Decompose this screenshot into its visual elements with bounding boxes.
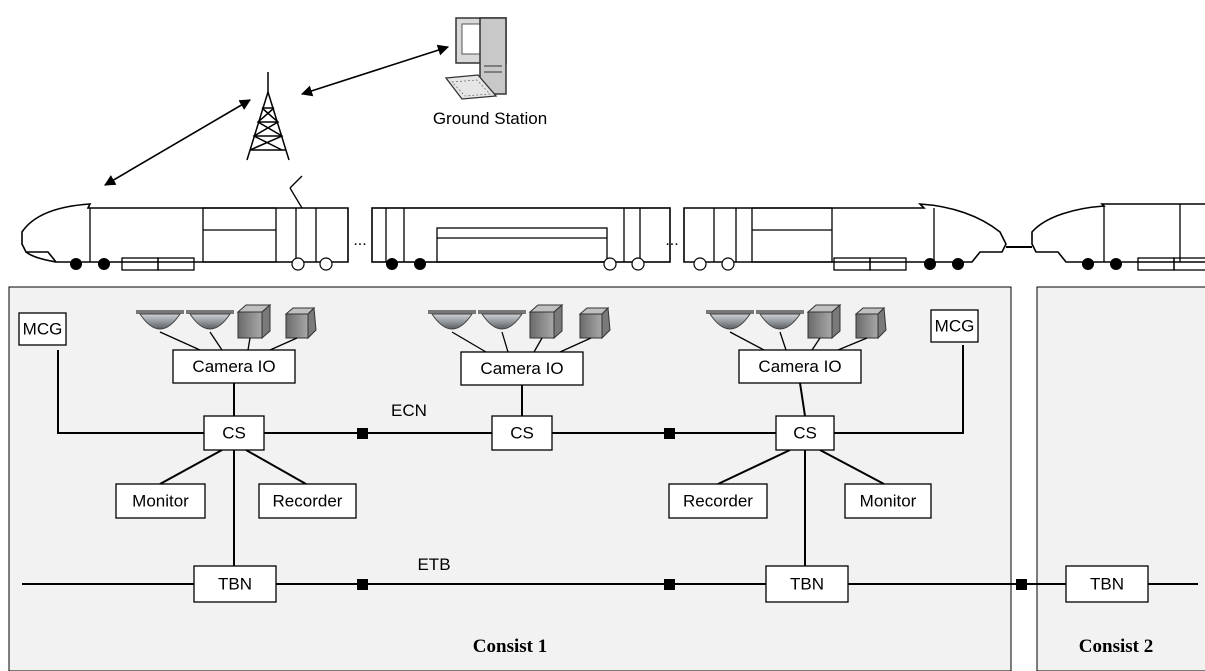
camera-io-3: Camera IO: [738, 349, 862, 384]
box-camera-icon: [236, 303, 272, 340]
mcg-left: MCG: [18, 312, 67, 346]
dome-camera-icon: [478, 310, 526, 330]
dome-camera-icon: [756, 310, 804, 330]
train-car-4: [1031, 203, 1205, 271]
train-car-2: [371, 207, 671, 271]
box-camera-icon: [854, 306, 887, 340]
tbn-3: TBN: [1065, 565, 1149, 603]
box-camera-icon: [578, 306, 611, 340]
svg-text:CS: CS: [793, 424, 817, 443]
train-car-3: [683, 203, 1007, 271]
ecn-label: ECN: [391, 401, 427, 420]
radio-tower-icon: [246, 72, 290, 161]
ecn-repeater: [664, 428, 675, 439]
wireless-link-tower-computer: [300, 44, 450, 97]
camera-io-2: Camera IO: [460, 351, 584, 386]
svg-text:MCG: MCG: [23, 320, 63, 339]
svg-text:Recorder: Recorder: [683, 492, 753, 511]
tbn-1: TBN: [193, 565, 277, 603]
cs-1: CS: [203, 415, 265, 451]
monitor-right: Monitor: [844, 483, 932, 519]
etb-repeater: [664, 579, 675, 590]
etb-repeater: [357, 579, 368, 590]
svg-text:CS: CS: [222, 424, 246, 443]
camera-links: [159, 331, 868, 353]
ground-station-label: Ground Station: [433, 109, 547, 128]
etb-label: ETB: [417, 555, 450, 574]
mcg-right: MCG: [930, 309, 979, 343]
ecn-repeater: [357, 428, 368, 439]
consist-1-label: Consist 1: [473, 636, 547, 657]
svg-text:TBN: TBN: [790, 575, 824, 594]
monitor-left: Monitor: [115, 483, 206, 519]
wireless-link-train-tower: [104, 99, 251, 186]
etb-repeater: [1016, 579, 1027, 590]
svg-text:Monitor: Monitor: [132, 492, 189, 511]
svg-text:MCG: MCG: [935, 317, 975, 336]
svg-text:TBN: TBN: [218, 575, 252, 594]
consist-1-area: [8, 286, 1012, 671]
consist-2-area: [1036, 286, 1205, 671]
camera-group-2: [428, 303, 611, 340]
ellipsis-2: ...: [665, 232, 678, 249]
svg-text:Camera IO: Camera IO: [192, 357, 275, 376]
dome-camera-icon: [136, 310, 184, 330]
svg-text:CS: CS: [510, 424, 534, 443]
svg-text:Camera IO: Camera IO: [480, 359, 563, 378]
cs-2: CS: [491, 415, 553, 451]
tbn-2: TBN: [765, 565, 849, 603]
camera-group-3: [706, 303, 887, 340]
computer-icon: [444, 17, 507, 100]
svg-text:TBN: TBN: [1090, 575, 1124, 594]
svg-text:Recorder: Recorder: [273, 492, 343, 511]
camera-group-1: [136, 303, 317, 340]
dome-camera-icon: [428, 310, 476, 330]
camera-io-1: Camera IO: [172, 349, 296, 384]
recorder-left: Recorder: [258, 483, 357, 519]
consist-2-label: Consist 2: [1079, 636, 1153, 657]
box-camera-icon: [284, 306, 317, 340]
dome-camera-icon: [706, 310, 754, 330]
cs-3: CS: [775, 415, 835, 451]
box-camera-icon: [528, 303, 564, 340]
recorder-right: Recorder: [668, 483, 768, 519]
box-camera-icon: [806, 303, 842, 340]
train-car-1: [21, 175, 349, 271]
svg-text:Monitor: Monitor: [860, 492, 917, 511]
svg-text:Camera IO: Camera IO: [758, 357, 841, 376]
dome-camera-icon: [186, 310, 234, 330]
ellipsis-1: ...: [353, 232, 366, 249]
